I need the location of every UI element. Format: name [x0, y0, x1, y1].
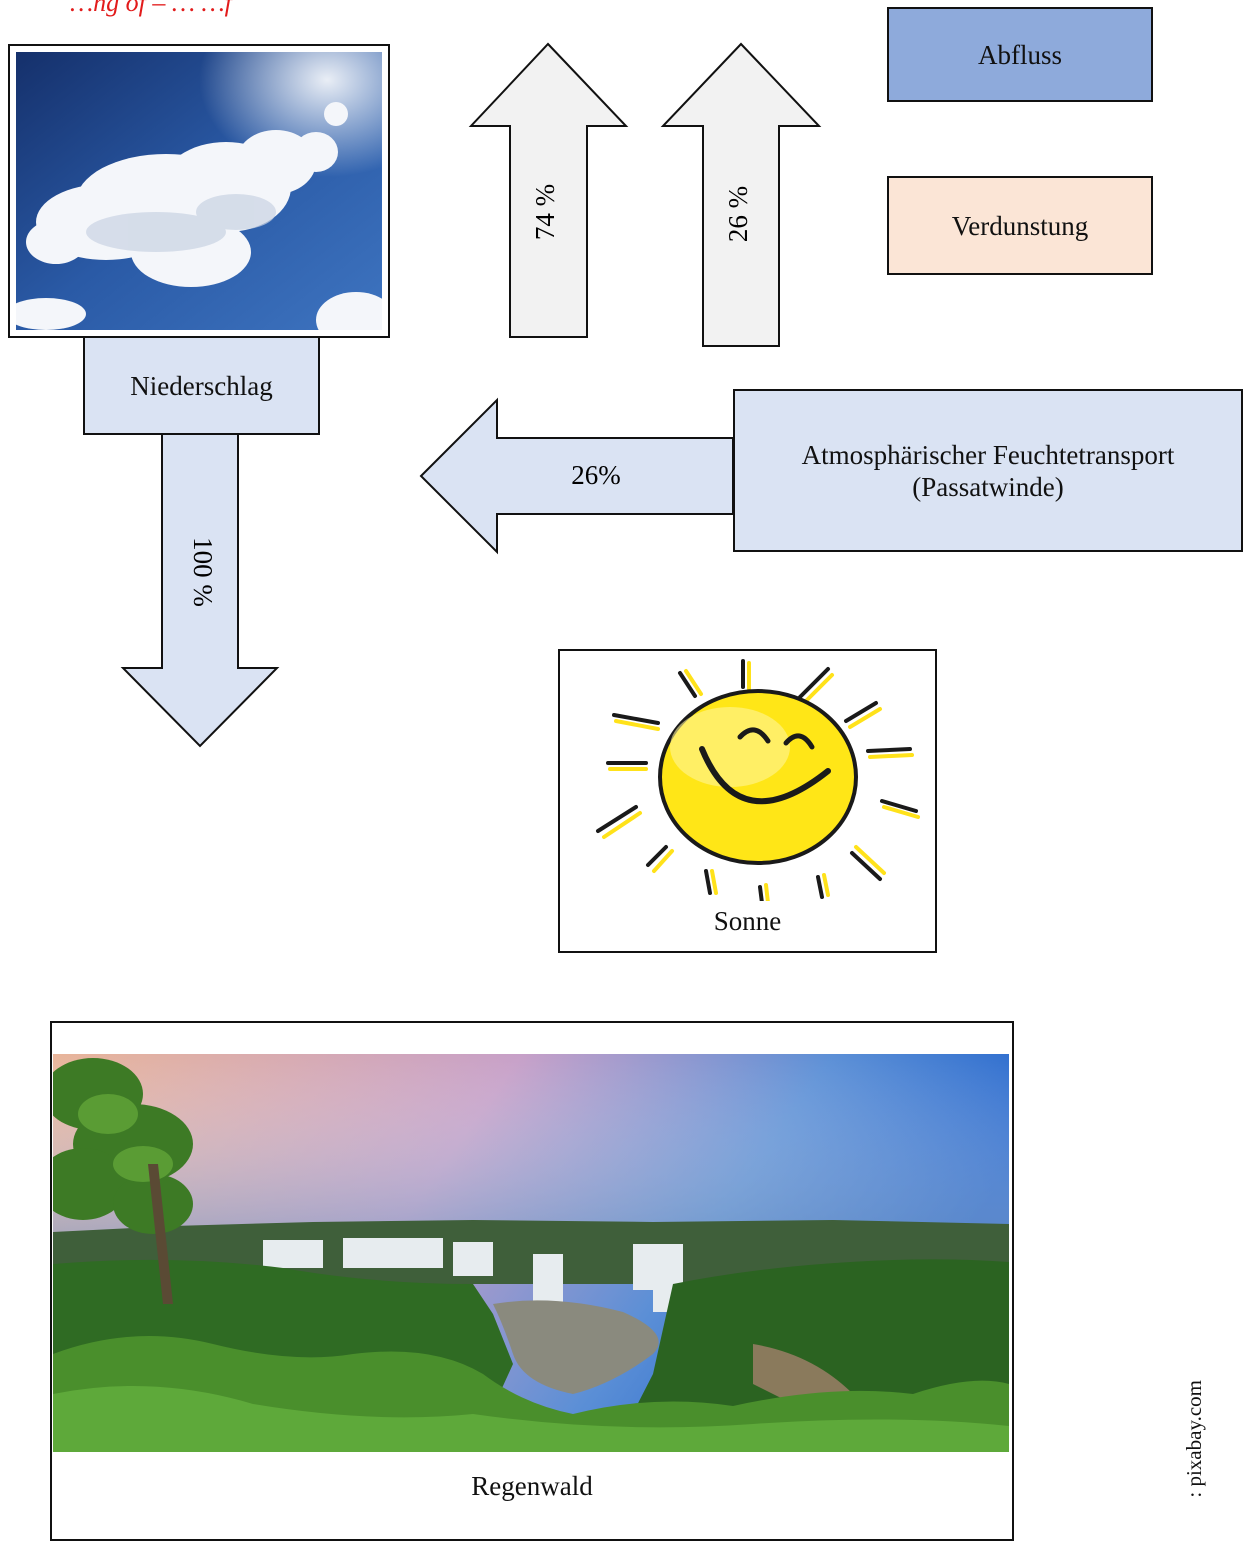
arrow-down-100 [120, 433, 280, 748]
verdunstung-box: Verdunstung [887, 176, 1153, 275]
image-credit: : pixabay.com [1182, 1380, 1206, 1498]
atmospheric-transport-box: Atmosphärischer Feuchtetransport (Passat… [733, 389, 1243, 552]
sun-frame: Sonne [558, 649, 937, 953]
cloud-image [6, 52, 396, 348]
verdunstung-label: Verdunstung [951, 210, 1089, 241]
arrow-down-100-label: 100 % [188, 537, 218, 607]
niederschlag-label: Niederschlag [130, 370, 273, 401]
sun-label: Sonne [713, 906, 782, 936]
atmospheric-transport-label: Atmosphärischer Feuchtetransport [801, 439, 1175, 470]
cloud-image-frame [6, 44, 396, 348]
abfluss-box: Abfluss [887, 7, 1153, 102]
sun-icon [596, 659, 920, 905]
arrow-up-74-label: 74 % [530, 184, 560, 240]
rainforest-label: Regenwald [471, 1471, 593, 1501]
abfluss-label: Abfluss [977, 39, 1062, 70]
rainforest-frame: Regenwald [50, 1021, 1014, 1541]
header-note: …ng of – … …f [70, 0, 232, 17]
arrows-layer: 74 % 26 % 26% 100 % [120, 42, 822, 748]
arrow-up-74 [468, 42, 629, 338]
arrow-up-26-label: 26 % [723, 186, 753, 242]
arrow-left-26 [419, 397, 734, 555]
arrow-left-26-label: 26% [571, 460, 621, 490]
rainforest-image [53, 1054, 1009, 1452]
passatwinde-label: (Passatwinde) [912, 471, 1064, 502]
arrow-up-26 [660, 42, 822, 347]
